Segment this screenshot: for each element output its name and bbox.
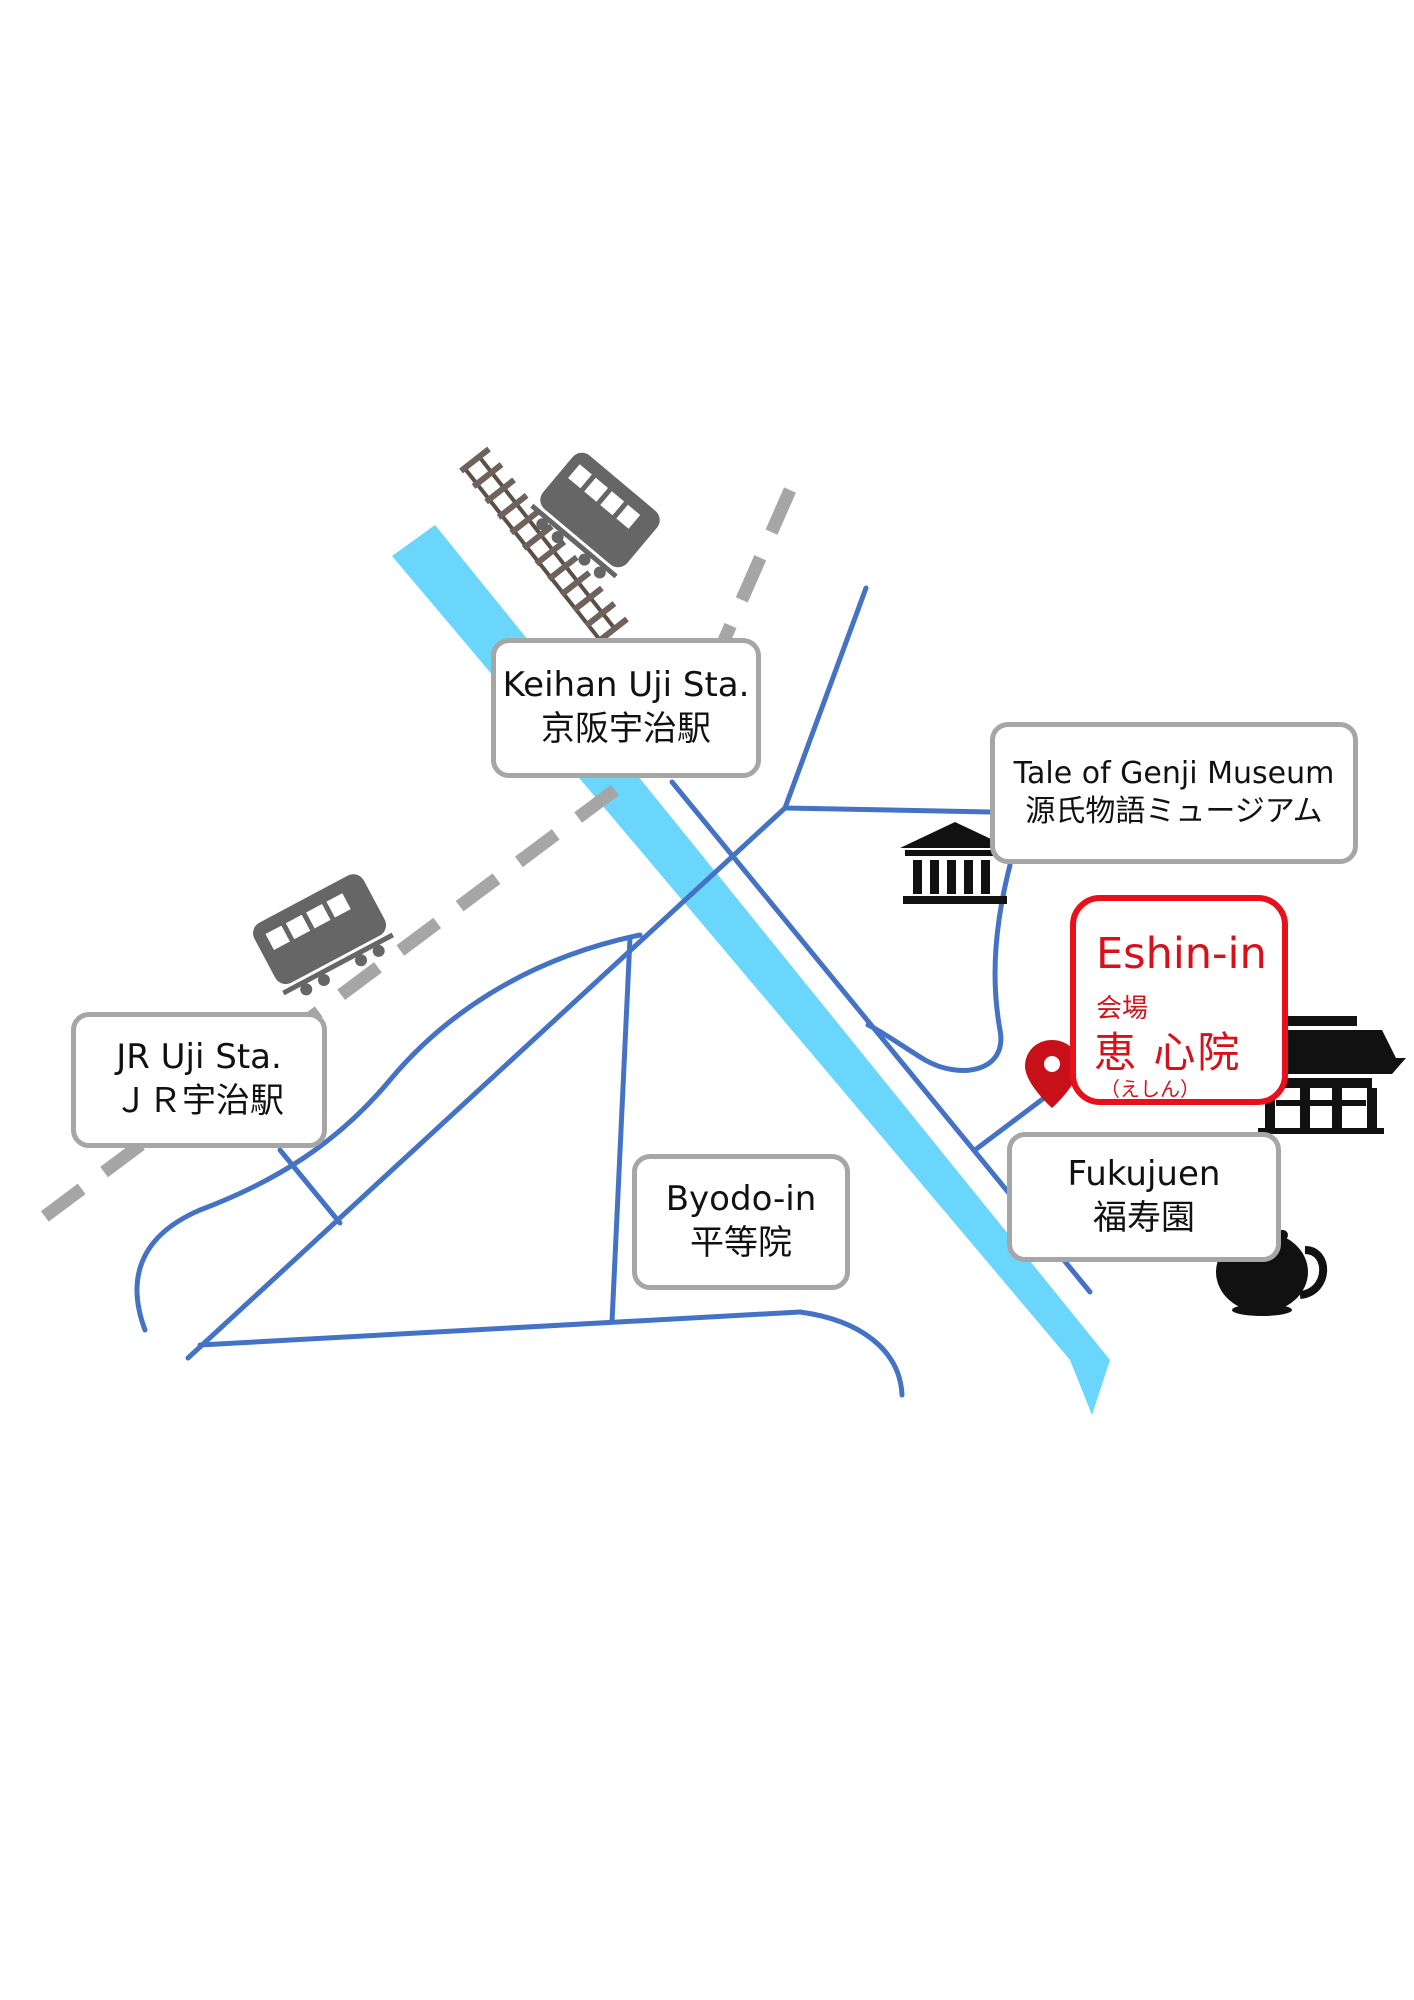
road — [972, 1089, 1055, 1153]
road — [197, 1309, 803, 1348]
fukujuen-en: Fukujuen — [1067, 1154, 1221, 1195]
road — [797, 1309, 905, 1398]
road — [865, 862, 1013, 1073]
train-icon — [530, 452, 660, 579]
keihan-station-en: Keihan Uji Sta. — [502, 665, 750, 706]
byodo-in-en: Byodo-in — [665, 1179, 817, 1220]
jr-station-en: JR Uji Sta. — [116, 1037, 282, 1078]
railway-tie — [521, 523, 554, 551]
railway-tie — [509, 508, 542, 536]
byodo-in-label: Byodo-in 平等院 — [632, 1154, 850, 1290]
genji-museum-label: Tale of Genji Museum 源氏物語ミュージアム — [990, 722, 1358, 864]
venue-reading: （えしん） — [1100, 1077, 1200, 1101]
railway-tie — [484, 477, 516, 505]
train-icon — [253, 874, 394, 996]
venue-name-ja: 恵 心院 — [1094, 1028, 1242, 1077]
genji-museum-en: Tale of Genji Museum — [1013, 755, 1335, 791]
railway-tie — [597, 616, 629, 644]
keihan-rail-line — [716, 487, 796, 648]
railway-tie — [572, 585, 604, 613]
road — [277, 1147, 343, 1226]
railway-track-icon — [459, 446, 629, 644]
road — [185, 805, 788, 1361]
railway-tie — [459, 446, 491, 474]
jr-station-ja: ＪＲ宇治駅 — [114, 1081, 284, 1121]
map-pin-icon — [1025, 1040, 1079, 1108]
fukujuen-ja: 福寿園 — [1093, 1198, 1195, 1238]
fukujuen-label: Fukujuen 福寿園 — [1007, 1132, 1281, 1262]
road — [782, 585, 869, 811]
byodo-in-ja: 平等院 — [690, 1223, 792, 1263]
railway-lines — [36, 487, 796, 1226]
jr-uji-station-label: JR Uji Sta. ＪＲ宇治駅 — [71, 1012, 327, 1148]
road — [782, 805, 993, 815]
railway-tie — [471, 462, 504, 489]
keihan-uji-station-label: Keihan Uji Sta. 京阪宇治駅 — [491, 638, 761, 778]
museum-icon — [900, 822, 1010, 904]
railway-tie — [496, 493, 529, 520]
railway-tie — [534, 539, 567, 567]
venue-name-en: Eshin-in — [1096, 929, 1267, 979]
genji-museum-ja: 源氏物語ミュージアム — [1025, 794, 1323, 829]
eshin-in-venue-label: Eshin-in 会場 恵 心院 （えしん） — [1070, 895, 1288, 1105]
railway-tie — [559, 570, 592, 597]
railway-tie — [584, 601, 617, 628]
railway-tie — [546, 554, 579, 582]
road — [609, 935, 633, 1325]
jr-rail-line — [36, 784, 619, 1226]
venue-tag: 会場 — [1096, 994, 1149, 1024]
road — [134, 932, 643, 1333]
keihan-station-ja: 京阪宇治駅 — [541, 709, 711, 749]
